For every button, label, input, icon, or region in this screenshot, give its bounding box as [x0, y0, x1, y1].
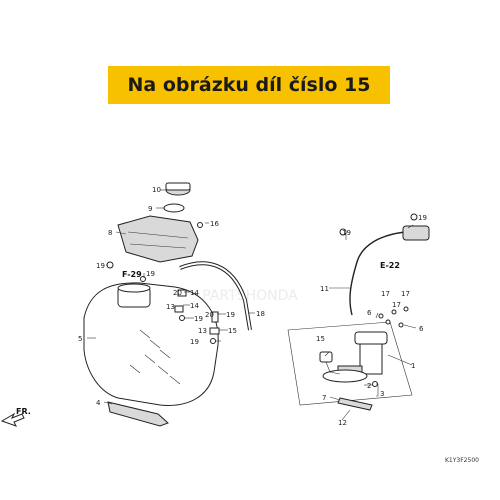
callout-19-f: 19: [342, 229, 351, 237]
bracket-2-3: [376, 383, 379, 397]
pump-seal: [337, 397, 373, 411]
pump-bolts: [378, 306, 409, 328]
fuel-tank: [83, 282, 219, 406]
callout-19-b: 19: [146, 270, 155, 278]
callout-12: 10: [152, 186, 161, 194]
callout-18: 18: [256, 310, 265, 318]
callout-9: 9: [148, 205, 152, 213]
fuel-level-sensor: [319, 351, 341, 375]
callout-5: 5: [78, 335, 82, 343]
callout-7: 7: [322, 394, 326, 402]
lower-tray: [107, 401, 169, 427]
fuel-pump: [322, 331, 388, 383]
callouts: 10 9 8 16 19 19 20 14 13 14 19 20 19 13 …: [78, 186, 427, 427]
callout-19-a: 19: [96, 262, 105, 270]
title-banner: Na obrázku díl číslo 15: [108, 66, 390, 104]
callout-1: 1: [411, 362, 415, 370]
callout-4: 4: [96, 399, 101, 407]
callout-11: 12: [338, 419, 347, 427]
reference-code: K1Y3F2500: [445, 457, 479, 464]
callout-14-c: 15: [228, 327, 237, 335]
callout-19-g: 19: [418, 214, 427, 222]
callout-2: 2: [367, 382, 371, 390]
front-marker: FR.: [16, 407, 31, 416]
callout-19-e: 19: [190, 338, 199, 346]
callout-6-a: 6: [367, 309, 372, 317]
callout-20-a: 20: [173, 289, 182, 297]
callout-6-b: 6: [419, 325, 424, 333]
section-ref-f29: F-29: [122, 270, 142, 279]
callout-8: 8: [108, 229, 112, 237]
fuel-cap-body: [165, 182, 191, 191]
filler-gasket: [163, 203, 185, 213]
harness-connector: [402, 225, 430, 241]
fasteners: [106, 213, 418, 344]
callout-3: 3: [380, 390, 384, 398]
callout-19-d: 19: [226, 311, 235, 319]
section-ref-e22: E-22: [380, 261, 400, 270]
leader-lines: [87, 189, 417, 421]
callout-20-b: 20: [205, 311, 214, 319]
callout-19-c: 19: [194, 315, 203, 323]
front-arrow-icon: [0, 412, 25, 427]
pump-harness: [349, 231, 406, 316]
callout-17-c: 17: [392, 301, 401, 309]
pump-frame: [287, 321, 413, 406]
callout-13-b: 13: [198, 327, 207, 335]
callout-10: 11: [320, 285, 329, 293]
callout-14-a: 14: [190, 289, 199, 297]
filler-neck-assembly: [117, 215, 199, 263]
callout-16: 16: [210, 220, 219, 228]
callout-17-b: 17: [401, 290, 410, 298]
callout-14-b: 14: [190, 302, 199, 310]
watermark: PARTSHONDA: [202, 288, 298, 304]
callout-15: 15: [316, 335, 325, 343]
callout-13-a: 13: [166, 303, 175, 311]
callout-17-a: 17: [381, 290, 390, 298]
banner-text: Na obrázku díl číslo 15: [127, 74, 371, 96]
